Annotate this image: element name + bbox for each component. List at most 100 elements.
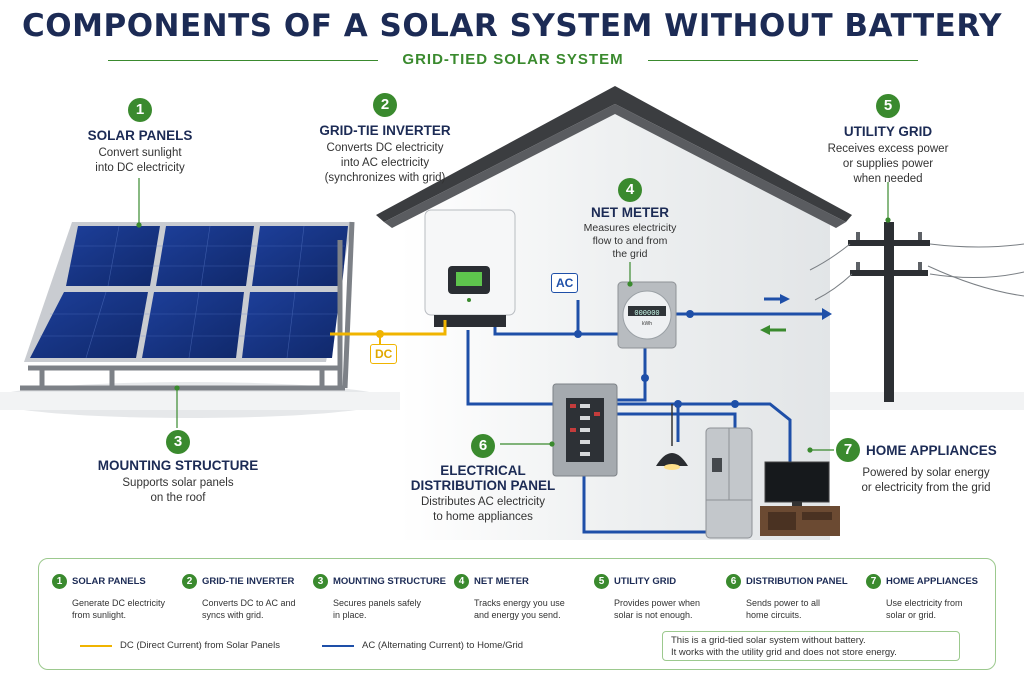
dc-key-swatch [80,644,112,647]
legend-desc-line: Generate DC electricity [72,598,166,608]
legend-desc-line: Use electricity from [886,598,963,608]
legend-desc-line: Converts DC to AC and [202,598,296,608]
legend-badge: 6 [726,574,741,589]
legend-desc-line: Sends power to all [746,598,821,608]
step-badge: 5 [876,94,900,118]
legend-desc-line: from sunlight. [72,610,127,620]
ac-wiring [466,300,822,534]
callout-title: NET METER [590,205,669,220]
legend-title: NET METER [474,576,529,587]
legend-desc-line: syncs with grid. [202,610,264,620]
pendant-lamp-icon [656,404,688,470]
page-title: COMPONENTS OF A SOLAR SYSTEM WITHOUT BAT… [22,8,1002,44]
flow-arrows [760,294,790,335]
callout-leaders [136,178,891,453]
callout-desc-line: Measures electricity [583,222,677,234]
solar-system-illustration: 000000 kWh [0,86,1024,540]
callout-desc-line: or supplies power [842,158,934,170]
dc-key-label: DC (Direct Current) from Solar Panels [120,640,280,651]
step-badge: 4 [618,178,642,202]
meter-unit: kWh [642,321,652,327]
callout-mounting-structure: 3 MOUNTING STRUCTURE Supports solar pane… [98,430,258,506]
callout-desc-line: the grid [612,248,648,260]
callout-distribution-panel: 6 ELECTRICAL DISTRIBUTION PANEL Distribu… [408,434,558,525]
legend-badge: 2 [182,574,197,589]
dc-tag: DC [370,344,398,364]
dc-line [330,320,447,336]
subtitle-divider-right [648,60,918,61]
legend-title: GRID-TIE INVERTER [202,576,295,587]
callout-desc-line: on the roof [150,492,206,504]
solar-panel-array [24,222,352,362]
callout-desc-line: when needed [853,173,923,185]
legend-box [38,558,996,670]
legend-item: 7 HOME APPLIANCES Use electricity from sol… [866,574,994,621]
utility-pole-icon [809,222,1024,402]
legend-title: UTILITY GRID [614,576,677,587]
ac-key-swatch [322,644,354,647]
callout-grid-tie-inverter: 2 GRID-TIE INVERTER Converts DC electric… [310,93,460,186]
callout-title: HOME APPLIANCES [866,442,997,458]
note-line: This is a grid-tied solar system without… [671,635,866,646]
legend-badge: 4 [454,574,469,589]
callout-title: GRID-TIE INVERTER [319,123,451,138]
ac-key-label: AC (Alternating Current) to Home/Grid [362,640,524,651]
callout-utility-grid: 5 UTILITY GRID Receives excess power or … [818,94,958,187]
callout-title: UTILITY GRID [843,124,933,139]
callout-desc-line: Distributes AC electricity [421,496,545,508]
legend-title: HOME APPLIANCES [886,576,979,587]
callout-desc-line: into AC electricity [340,157,430,169]
legend-item: 4 NET METER Tracks energy you use and ener… [454,574,592,621]
callout-desc-line: (synchronizes with grid) [324,172,446,184]
subtitle: GRID-TIED SOLAR SYSTEM [402,51,624,68]
callout-desc-line: Converts DC electricity [326,142,444,154]
ac-key: AC (Alternating Current) to Home/Grid [322,640,523,651]
tv-icon [760,461,840,536]
step-badge: 6 [471,434,495,458]
legend-desc-line: Secures panels safely [333,598,422,608]
legend-badge: 1 [52,574,67,589]
ac-tag: AC [551,273,579,293]
legend-desc-line: home circuits. [746,610,802,620]
mounting-structure [20,221,355,391]
callout-desc-line: flow to and from [592,235,668,247]
arrow-left-icon [760,325,770,335]
distribution-panel [552,383,618,477]
legend-desc-line: Tracks energy you use [474,598,565,608]
callout-desc-line: to home appliances [433,511,533,523]
net-meter [617,281,677,349]
legend-desc-line: Provides power when [614,598,701,608]
legend-desc-line: solar or grid. [886,610,937,620]
legend-item: 1 SOLAR PANELS Generate DC electricity fro… [52,574,190,621]
legend-title: SOLAR PANELS [72,576,146,587]
callout-home-appliances: 7 HOME APPLIANCES Powered by solar energ… [836,438,1016,496]
step-badge: 3 [166,430,190,454]
callout-desc-line: Supports solar panels [122,477,234,489]
step-badge: 1 [128,98,152,122]
callout-title: ELECTRICAL [440,463,526,478]
arrow-right-icon [780,294,790,304]
solar-panel-icon [66,226,160,286]
callout-desc-line: into DC electricity [95,162,185,174]
meter-reading: 000000 [634,310,659,318]
callout-desc-line: Receives excess power [827,143,949,155]
subtitle-row: GRID-TIED SOLAR SYSTEM [108,50,918,70]
subtitle-divider-left [108,60,378,61]
callout-title: MOUNTING STRUCTURE [97,458,259,473]
step-badge: 2 [373,93,397,117]
legend-badge: 5 [594,574,609,589]
legend-badge: 3 [313,574,328,589]
note-line: It works with the utility grid and does … [671,647,897,658]
callout-solar-panels: 1 SOLAR PANELS Convert sunlight into DC … [70,98,210,176]
legend-item: 6 DISTRIBUTION PANEL Sends power to all ho… [726,574,864,621]
callout-title: DISTRIBUTION PANEL [410,478,556,493]
legend-badge: 7 [866,574,881,589]
legend-desc-line: and energy you send. [474,610,561,620]
legend-title: DISTRIBUTION PANEL [746,576,848,587]
legend-item: 2 GRID-TIE INVERTER Converts DC to AC and… [182,574,320,621]
callout-net-meter: 4 NET METER Measures electricity flow to… [575,178,685,261]
callout-title: SOLAR PANELS [87,128,193,143]
legend-desc-line: in place. [333,610,367,620]
